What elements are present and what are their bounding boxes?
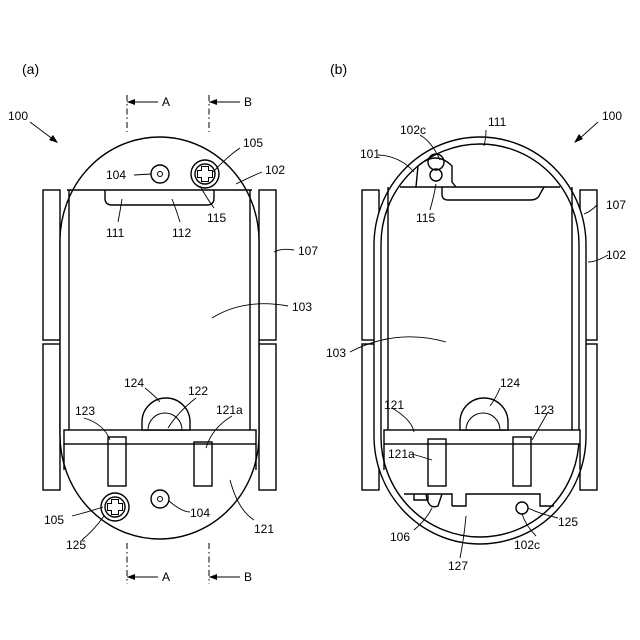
label-100: 100 xyxy=(8,109,28,123)
figure-a-caption: (a) xyxy=(22,61,39,77)
label-107: 107 xyxy=(298,244,318,258)
label-101: 101 xyxy=(360,147,380,161)
bottom-plate xyxy=(64,430,256,444)
label-123-b: 123 xyxy=(534,403,554,417)
label-102c-top: 102c xyxy=(400,123,426,137)
strip-left-lower xyxy=(43,344,60,490)
label-121: 121 xyxy=(254,522,274,536)
figure-b: (b) xyxy=(326,61,626,573)
label-111: 111 xyxy=(106,226,125,240)
label-102-b: 102 xyxy=(606,248,626,262)
label-section-a-bottom: A xyxy=(162,570,170,584)
label-122: 122 xyxy=(188,384,208,398)
label-103-b: 103 xyxy=(326,346,346,360)
label-section-b-top: B xyxy=(244,95,252,109)
label-115-b: 115 xyxy=(416,211,435,225)
label-100-b: 100 xyxy=(602,109,622,123)
label-102: 102 xyxy=(265,163,285,177)
strip-left-upper xyxy=(43,190,60,340)
label-125-b: 125 xyxy=(558,515,578,529)
label-127: 127 xyxy=(448,559,468,573)
figure-b-caption: (b) xyxy=(330,61,347,77)
bottom-plate-b xyxy=(384,430,580,444)
strip-right-upper xyxy=(259,190,276,340)
label-105-bottom: 105 xyxy=(44,513,64,527)
label-section-a-top: A xyxy=(162,95,170,109)
outer-shell xyxy=(60,137,259,539)
label-section-b-bottom: B xyxy=(244,570,252,584)
label-111-b: 111 xyxy=(488,115,507,129)
label-105-top: 105 xyxy=(243,136,263,150)
label-104-top: 104 xyxy=(106,168,126,182)
strip-right-lower xyxy=(259,344,276,490)
label-124-b: 124 xyxy=(500,376,520,390)
figure-a: (a) xyxy=(8,61,318,584)
label-112: 112 xyxy=(172,226,191,240)
outer-shell-b xyxy=(374,137,586,544)
label-121a: 121a xyxy=(216,403,243,417)
label-125: 125 xyxy=(66,538,86,552)
label-121a-b: 121a xyxy=(388,447,415,461)
label-124: 124 xyxy=(124,376,144,390)
label-123: 123 xyxy=(75,404,95,418)
label-107-b: 107 xyxy=(606,198,626,212)
label-103: 103 xyxy=(292,300,312,314)
label-106: 106 xyxy=(390,530,410,544)
label-121-b: 121 xyxy=(384,398,404,412)
label-115: 115 xyxy=(207,211,226,225)
label-104-bottom: 104 xyxy=(190,506,210,520)
label-102c-bottom: 102c xyxy=(514,538,540,552)
